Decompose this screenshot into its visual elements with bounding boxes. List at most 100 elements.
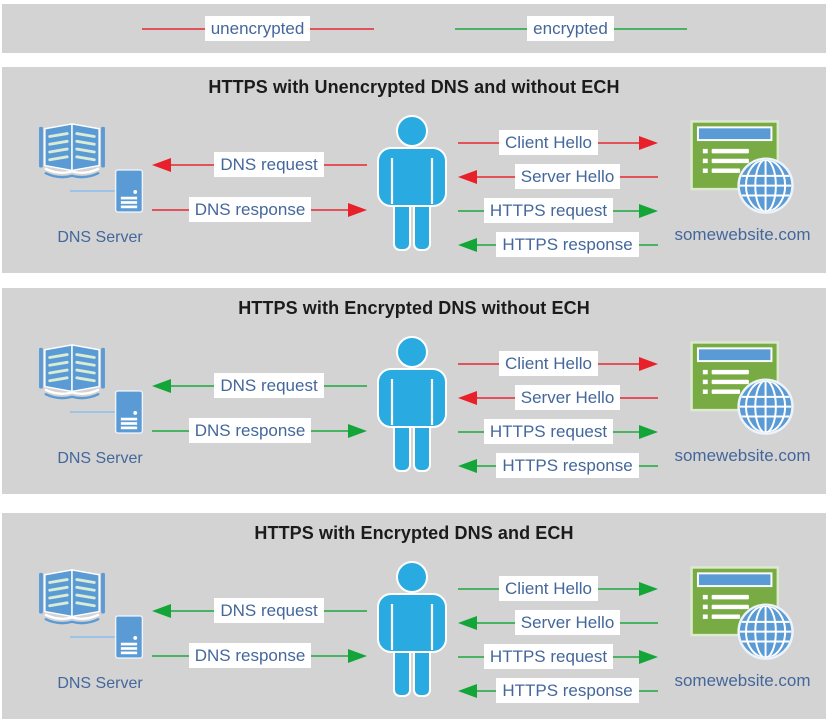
arrow-label: DNS response — [188, 643, 312, 668]
arrow-https-request: HTTPS request — [458, 643, 658, 670]
arrowhead-right-icon — [639, 424, 658, 439]
website-group: somewebsite.com — [674, 566, 811, 716]
arrow-https-response: HTTPS response — [458, 677, 659, 704]
arrowhead-right-icon — [639, 581, 658, 596]
arrow-line — [171, 609, 215, 612]
arrow-line — [311, 654, 348, 657]
dns-server-label: DNS Server — [57, 229, 143, 246]
website-icon — [690, 120, 798, 218]
arrow-https-request: HTTPS request — [458, 418, 658, 445]
arrowhead-left-icon — [152, 603, 171, 618]
arrowhead-right-icon — [348, 202, 367, 217]
arrow-label: Server Hello — [514, 385, 621, 410]
arrowhead-right-icon — [639, 135, 658, 150]
arrow-label: DNS request — [214, 373, 324, 398]
arrow-https-response: HTTPS response — [458, 231, 659, 258]
arrowhead-right-icon — [348, 648, 367, 663]
arrow-label: HTTPS response — [496, 232, 639, 257]
legend-label: unencrypted — [204, 16, 311, 41]
dns-server-label: DNS Server — [57, 450, 143, 467]
arrow-dns-response: DNS response — [152, 196, 367, 223]
website-icon — [690, 341, 798, 439]
arrowhead-left-icon — [458, 237, 477, 252]
arrow-line — [311, 208, 348, 211]
arrow-label: HTTPS request — [483, 644, 614, 669]
arrow-line — [597, 362, 639, 365]
dns-book-icon — [38, 343, 106, 400]
arrow-server-hello: Server Hello — [458, 609, 659, 636]
arrow-line — [638, 689, 659, 692]
dns-arrow-group: DNS request DNS response — [152, 597, 368, 687]
arrow-https-request: HTTPS request — [458, 197, 658, 224]
arrow-line — [458, 141, 500, 144]
arrow-label: DNS response — [188, 418, 312, 443]
arrow-line — [477, 396, 515, 399]
https-arrow-group: Client Hello Server Hello HTTPS request — [458, 575, 659, 711]
arrow-label: Client Hello — [499, 351, 598, 376]
arrow-dns-response: DNS response — [152, 642, 367, 669]
arrow-client-hello: Client Hello — [458, 575, 658, 602]
book-server-connector-line — [70, 411, 116, 413]
dns-arrow-group: DNS request DNS response — [152, 372, 368, 462]
arrow-line — [613, 430, 639, 433]
arrow-line — [613, 209, 639, 212]
arrow-https-response: HTTPS response — [458, 452, 659, 479]
book-server-connector-line — [70, 636, 116, 638]
website-group: somewebsite.com — [674, 341, 811, 491]
legend-line — [141, 27, 205, 30]
arrow-label: DNS request — [214, 152, 324, 177]
person-icon — [376, 115, 448, 251]
arrow-label: DNS request — [214, 598, 324, 623]
arrowhead-right-icon — [639, 203, 658, 218]
panel-encrypted-dns-without-ech: HTTPS with Encrypted DNS without ECH DNS… — [2, 288, 826, 494]
website-label: somewebsite.com — [674, 671, 811, 690]
dns-arrow-group: DNS request DNS response — [152, 151, 368, 241]
arrowhead-left-icon — [458, 458, 477, 473]
website-icon — [690, 566, 798, 664]
arrow-line — [323, 609, 368, 612]
arrow-line — [171, 384, 215, 387]
arrow-label: HTTPS request — [483, 198, 614, 223]
dns-server-icon — [114, 169, 144, 213]
arrow-label: Client Hello — [499, 130, 598, 155]
arrow-label: HTTPS request — [483, 419, 614, 444]
arrow-line — [638, 464, 659, 467]
dns-server-group: DNS Server — [38, 121, 188, 271]
arrow-line — [311, 429, 348, 432]
arrow-server-hello: Server Hello — [458, 384, 659, 411]
dns-book-icon — [38, 122, 106, 179]
dns-server-icon — [114, 615, 144, 659]
arrow-line — [477, 464, 497, 467]
legend-line — [454, 27, 528, 30]
arrow-line — [477, 621, 515, 624]
dns-book-icon — [38, 568, 106, 625]
arrow-line — [152, 429, 189, 432]
legend-item-unencrypted: unencrypted — [141, 15, 374, 42]
arrow-line — [613, 655, 639, 658]
arrow-server-hello: Server Hello — [458, 163, 659, 190]
arrow-line — [620, 621, 659, 624]
arrow-line — [152, 654, 189, 657]
person-icon — [376, 561, 448, 697]
legend-label: encrypted — [527, 16, 614, 41]
arrow-dns-request: DNS request — [152, 372, 368, 399]
arrowhead-left-icon — [458, 683, 477, 698]
arrowhead-left-icon — [458, 615, 477, 630]
arrow-line — [458, 430, 484, 433]
arrow-line — [597, 141, 639, 144]
arrow-line — [171, 163, 215, 166]
arrowhead-right-icon — [639, 356, 658, 371]
arrow-label: Client Hello — [499, 576, 598, 601]
https-arrow-group: Client Hello Server Hello HTTPS request — [458, 129, 659, 265]
legend: unencrypted encrypted — [2, 4, 826, 53]
arrow-line — [597, 587, 639, 590]
arrowhead-right-icon — [639, 649, 658, 664]
panel-title: HTTPS with Encrypted DNS without ECH — [238, 298, 590, 318]
arrow-dns-request: DNS request — [152, 151, 368, 178]
website-label: somewebsite.com — [674, 225, 811, 244]
arrowhead-left-icon — [458, 169, 477, 184]
panel-title: HTTPS with Unencrypted DNS and without E… — [208, 77, 620, 97]
https-arrow-group: Client Hello Server Hello HTTPS request — [458, 350, 659, 486]
dns-server-icon — [114, 390, 144, 434]
website-label: somewebsite.com — [674, 446, 811, 465]
